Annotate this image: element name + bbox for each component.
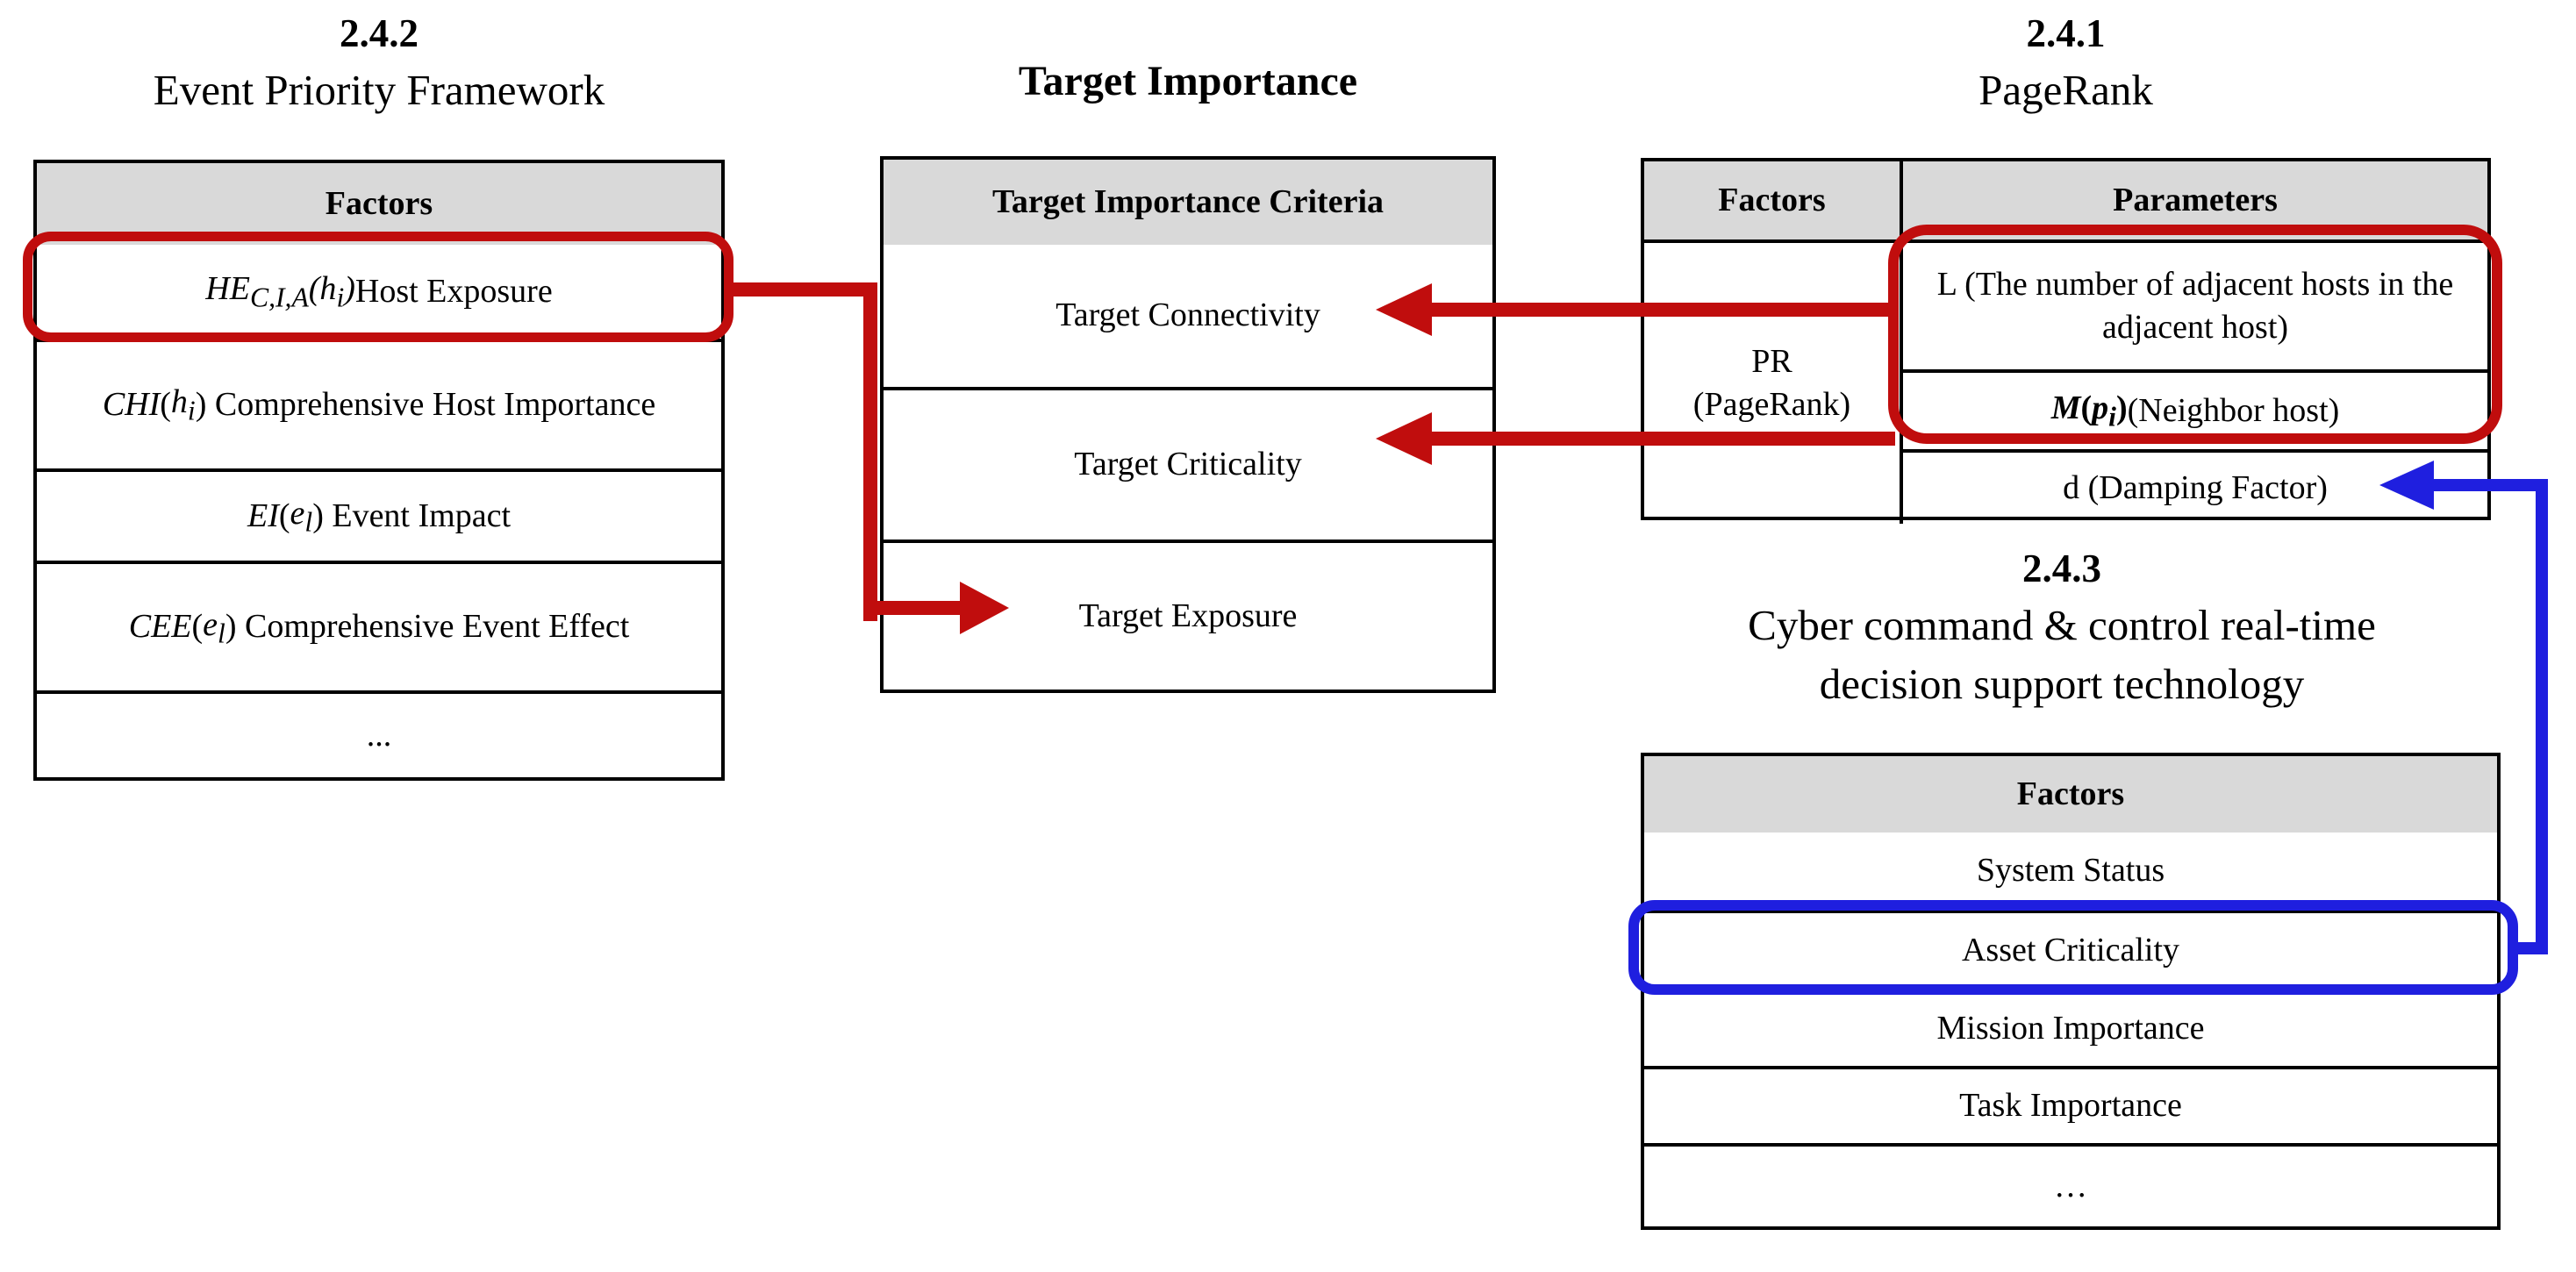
table-header-factors: Factors [1644,756,2497,833]
section-2-4-1-title: 2.4.1 PageRank [1641,7,2491,119]
arrow-pagerank-to-target-criticality-line [1432,432,1895,446]
pagerank-table: Factors Parameters PR(PageRank) L (The n… [1641,158,2491,524]
section-number: 2.4.2 [340,11,419,55]
arrowhead-left-target-criticality [1376,412,1432,465]
cell-parameter-m: M(pi) (Neighbor host) [1903,369,2487,449]
arrow-host-exposure-to-target-exposure-segment-h2 [863,601,960,615]
cell-parameter-d: d (Damping Factor) [1903,449,2487,524]
table-header-factors: Factors [37,163,721,245]
arrowhead-left-damping-factor [2379,461,2434,510]
highlight-host-exposure [23,232,733,342]
section-number: 2.4.1 [2026,11,2106,55]
arrow-pagerank-to-target-connectivity-line [1432,303,1895,317]
section-2-4-2-title: 2.4.2 Event Priority Framework [33,7,725,119]
row-comprehensive-host-importance: CHI(hi) Comprehensive Host Importance [37,338,721,468]
row-event-impact: EI(el) Event Impact [37,468,721,561]
row-target-exposure: Target Exposure [884,540,1492,690]
row-comprehensive-event-effect: CEE(el) Comprehensive Event Effect [37,560,721,690]
arrow-host-exposure-to-target-exposure-segment-v [863,282,877,621]
arrow-asset-criticality-to-damping-factor-segment-h2 [2511,942,2548,954]
arrow-host-exposure-to-target-exposure-segment-h1 [725,282,877,297]
highlight-pagerank-l-m-parameters [1888,225,2502,444]
row-system-status: System Status [1976,852,2165,890]
row-target-connectivity: Target Connectivity [1055,296,1320,333]
table-header-factors: Factors [1644,161,1903,243]
highlight-asset-criticality [1628,900,2518,995]
cell-pr-pagerank: PR(PageRank) [1644,243,1903,524]
cell-parameter-l: L (The number of adjacent hosts in the a… [1936,265,2454,346]
row-mission-importance: Mission Importance [1644,988,2497,1066]
table-header-target-importance-criteria: Target Importance Criteria [884,160,1492,245]
arrow-asset-criticality-to-damping-factor-segment-v [2536,479,2548,954]
section-title: Target Importance [1018,58,1358,104]
section-title: Event Priority Framework [153,65,605,114]
arrow-asset-criticality-to-damping-factor-segment-h1 [2434,479,2548,491]
section-2-4-3-title: 2.4.3 Cyber command & control real-time … [1571,542,2553,714]
target-importance-title: Target Importance [880,54,1496,109]
row-asset-criticality: Asset Criticality [1644,910,2497,988]
row-ellipsis: … [1644,1143,2497,1226]
row-task-importance: Task Importance [1644,1065,2497,1144]
section-title: PageRank [1979,65,2153,114]
section-title-line-2: decision support technology [1819,660,2305,709]
row-host-exposure: HEC,I,A(hi) Host Exposure [205,269,553,313]
arrowhead-left-target-connectivity [1376,283,1432,336]
row-ellipsis: ... [37,690,721,777]
row-target-criticality: Target Criticality [884,386,1492,540]
section-title-line-1: Cyber command & control real-time [1748,600,2376,649]
arrowhead-right-target-exposure [960,582,1009,634]
section-number: 2.4.3 [2022,547,2101,590]
